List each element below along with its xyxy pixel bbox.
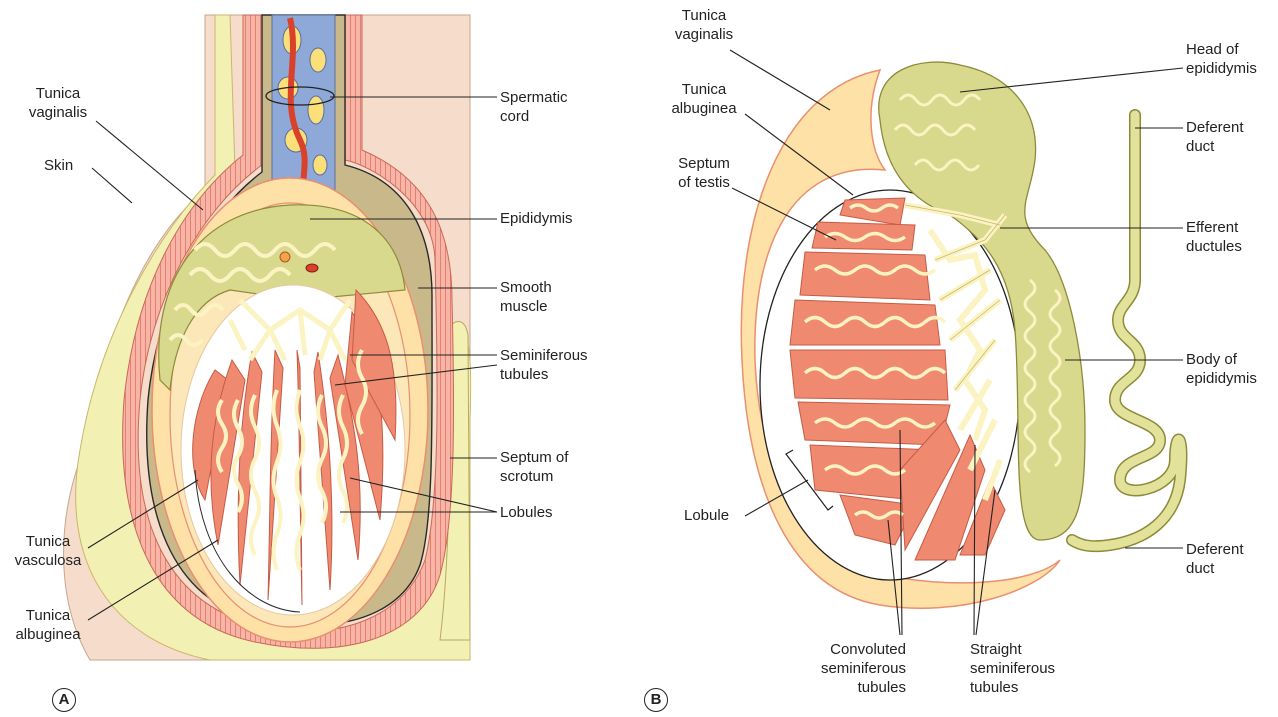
vessel-orange	[280, 252, 290, 262]
panel-a-drawing	[64, 15, 471, 660]
panel-b-letter: B	[644, 688, 668, 712]
label-lobule: Lobule	[684, 506, 729, 525]
label-tunica-vasculosa: Tunica vasculosa	[8, 532, 88, 570]
label-epididymis-a: Epididymis	[500, 209, 573, 228]
label-head-of-epididymis: Head of epididymis	[1186, 40, 1257, 78]
label-smooth-muscle: Smooth muscle	[500, 278, 552, 316]
label-convoluted-seminiferous-tubules: Convoluted seminiferous tubules	[800, 640, 906, 697]
label-efferent-ductules: Efferent ductules	[1186, 218, 1242, 256]
vessel-red	[306, 264, 318, 272]
label-septum-of-scrotum: Septum of scrotum	[500, 448, 568, 486]
label-skin: Skin	[44, 156, 73, 175]
label-spermatic-cord: Spermatic cord	[500, 88, 568, 126]
label-deferent-duct-bottom: Deferent duct	[1186, 540, 1244, 578]
label-septum-of-testis: Septum of testis	[664, 154, 744, 192]
panel-b-drawing	[741, 62, 1181, 608]
label-seminiferous-tubules-a: Seminiferous tubules	[500, 346, 588, 384]
label-straight-seminiferous-tubules: Straight seminiferous tubules	[970, 640, 1055, 697]
label-tunica-vaginalis-b: Tunica vaginalis	[664, 6, 744, 44]
label-deferent-duct-top: Deferent duct	[1186, 118, 1244, 156]
label-tunica-albuginea-a: Tunica albuginea	[8, 606, 88, 644]
label-lobules: Lobules	[500, 503, 553, 522]
panel-a-letter: A	[52, 688, 76, 712]
label-tunica-albuginea-b: Tunica albuginea	[664, 80, 744, 118]
label-tunica-vaginalis-a: Tunica vaginalis	[22, 84, 94, 122]
label-body-of-epididymis: Body of epididymis	[1186, 350, 1257, 388]
